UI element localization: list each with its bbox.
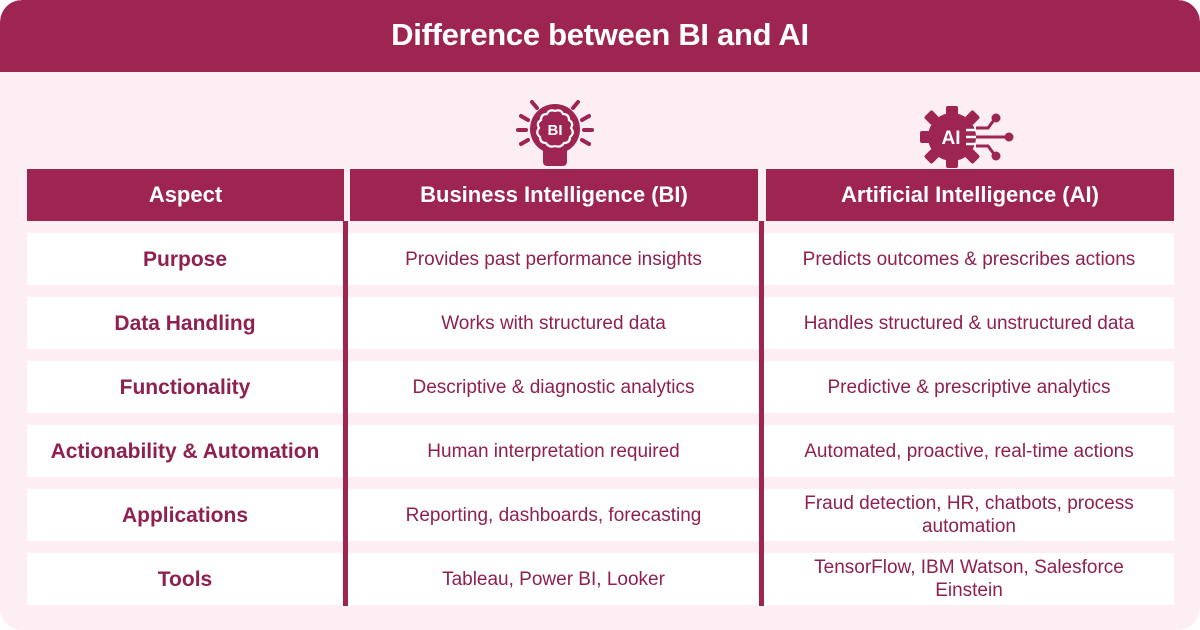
bi-icon-label: BI [548,122,563,139]
row-tools-aspect: Tools [27,553,343,605]
gear-circuit-icon: AI [918,104,1018,170]
row-applications-aspect: Applications [27,489,343,541]
title-bar: Difference between BI and AI [0,0,1200,72]
row-data-handling-aspect: Data Handling [27,297,343,349]
row-actionability-aspect: Actionability & Automation [27,425,343,477]
row-purpose-ai: Predicts outcomes & prescribes actions [764,233,1174,285]
column-divider [759,221,764,606]
row-purpose-bi: Provides past performance insights [348,233,759,285]
row-data-handling-ai: Handles structured & unstructured data [764,297,1174,349]
row-actionability-bi: Human interpretation required [348,425,759,477]
row-functionality-aspect: Functionality [27,361,343,413]
row-tools-bi: Tableau, Power BI, Looker [348,553,759,605]
row-purpose-aspect: Purpose [27,233,343,285]
row-actionability-ai: Automated, proactive, real-time actions [764,425,1174,477]
column-divider [343,221,348,606]
row-applications-bi: Reporting, dashboards, forecasting [348,489,759,541]
row-data-handling-bi: Works with structured data [348,297,759,349]
page-title: Difference between BI and AI [391,17,809,52]
row-functionality-ai: Predictive & prescriptive analytics [764,361,1174,413]
header-bi: Business Intelligence (BI) [350,169,758,221]
ai-icon-label: AI [942,128,961,149]
header-aspect: Aspect [27,169,344,221]
row-functionality-bi: Descriptive & diagnostic analytics [348,361,759,413]
header-ai: Artificial Intelligence (AI) [766,169,1174,221]
lightbulb-brain-icon: BI [510,94,600,170]
row-tools-ai: TensorFlow, IBM Watson, Salesforce Einst… [764,553,1174,605]
row-applications-ai: Fraud detection, HR, chatbots, process a… [764,489,1174,541]
